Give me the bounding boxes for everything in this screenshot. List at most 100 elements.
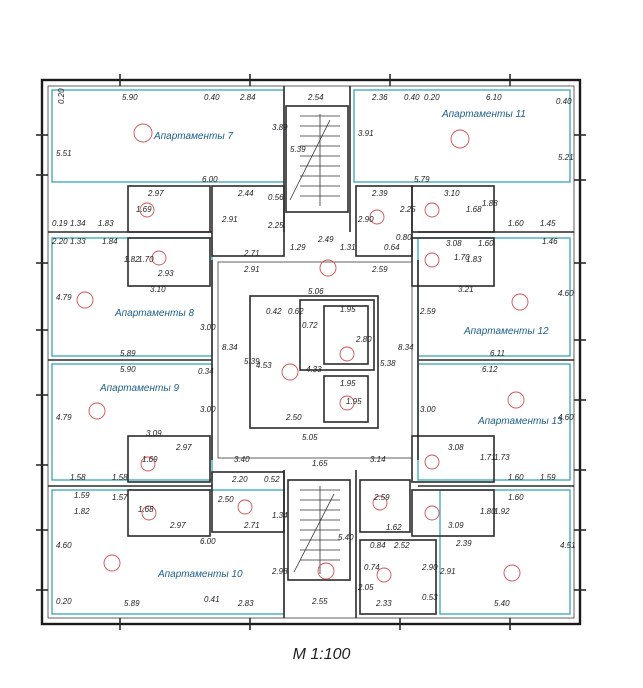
dimension-label: 2.20: [231, 475, 248, 484]
dimension-label: 2.90: [421, 563, 438, 572]
dimension-label: 6.10: [486, 93, 502, 102]
dimension-label: 2.52: [393, 541, 410, 550]
dimension-label: 3.00: [200, 405, 216, 414]
dimension-label: 1.84: [102, 237, 118, 246]
dimension-label: 4.33: [306, 365, 322, 374]
dimension-label: 2.59: [371, 265, 388, 274]
dimension-label: 3.89: [272, 123, 288, 132]
dimension-label: 5.79: [414, 175, 430, 184]
dimension-label: 0.62: [288, 307, 304, 316]
dimension-label: 2.25: [399, 205, 416, 214]
dimension-label: 4.60: [56, 541, 72, 550]
dimension-label: 0.64: [384, 243, 400, 252]
dimension-label: 3.21: [458, 285, 474, 294]
dimension-label: 4.60: [558, 413, 574, 422]
dimension-label: 1.83: [466, 255, 482, 264]
dimension-label: 2.33: [375, 599, 392, 608]
dimension-label: 2.59: [419, 307, 436, 316]
dimension-label: 5.40: [338, 533, 354, 542]
dimension-label: 0.52: [264, 475, 280, 484]
dimension-label: 3.10: [150, 285, 166, 294]
dimension-label: 0.74: [364, 563, 380, 572]
dimension-label: 1.68: [138, 505, 154, 514]
dimension-label: 2.93: [157, 269, 174, 278]
room-stamps: [76, 123, 529, 583]
dimension-label: 2.84: [239, 93, 256, 102]
dimension-label: 1.59: [540, 473, 556, 482]
dimension-label: 2.44: [237, 189, 254, 198]
dimension-label: 1.57: [112, 493, 128, 502]
dimension-label: 8.34: [398, 343, 414, 352]
dimension-label: 1.45: [540, 219, 556, 228]
dimension-label: 5.39: [290, 145, 306, 154]
dimension-label: 6.11: [490, 349, 505, 358]
dimension-label: 2.98: [271, 567, 288, 576]
dimension-label: 6.00: [200, 537, 216, 546]
stair-top: [285, 105, 349, 213]
dimension-label: 1.82: [74, 507, 90, 516]
dimension-label: 2.91: [221, 215, 238, 224]
dimension-label: 2.97: [169, 521, 186, 530]
dimension-label: 1.83: [98, 219, 114, 228]
dimension-label: 5.89: [120, 349, 136, 358]
dimension-label: 3.14: [370, 455, 386, 464]
apartment-7-label: Апартаменты 7: [153, 131, 233, 142]
dimension-label: 5.05: [302, 433, 318, 442]
dimension-label: 2.36: [371, 93, 388, 102]
dimension-label: 1.34: [70, 219, 86, 228]
apartment-12-label: Апартаменты 12: [463, 326, 549, 337]
dimension-label: 2.71: [243, 521, 260, 530]
dimension-label: 2.20: [51, 237, 68, 246]
dimension-label: 1.60: [508, 473, 524, 482]
dimension-label: 0.40: [204, 93, 220, 102]
dimension-label: 2.05: [357, 583, 374, 592]
dimension-label: 1.73: [494, 453, 510, 462]
dimension-label: 5.39: [244, 357, 260, 366]
dimension-label: 5.89: [124, 599, 140, 608]
dimension-label: 3.08: [448, 443, 464, 452]
dimension-label: 6.00: [202, 175, 218, 184]
dimension-label: 1.46: [542, 237, 558, 246]
apartment-labels: Апартаменты 7 Апартаменты 11 Апартаменты…: [99, 109, 563, 580]
dimension-label: 0.41: [204, 595, 220, 604]
apartment-9-label: Апартаменты 9: [99, 383, 179, 394]
dimension-label: 1.68: [466, 205, 482, 214]
dimension-label: 3.10: [444, 189, 460, 198]
dimension-label: 1.70: [138, 255, 154, 264]
dimension-label: 1.29: [290, 243, 306, 252]
dimension-label: 1.59: [74, 491, 90, 500]
dimension-label: 0.19: [52, 219, 68, 228]
dimension-label: 1.60: [508, 493, 524, 502]
dimension-label: 1.60: [478, 239, 494, 248]
dimension-label: 2.90: [357, 215, 374, 224]
dimension-label: 1.58: [70, 473, 86, 482]
dimension-label: 0.20: [424, 93, 440, 102]
dimension-label: 0.56: [268, 193, 284, 202]
dimension-label: 0.72: [302, 321, 318, 330]
dimension-label: 2.83: [237, 599, 254, 608]
dimension-label: 0.53: [422, 593, 438, 602]
room-apt9-living: [51, 363, 213, 481]
dimension-label: 0.40: [404, 93, 420, 102]
dimension-label: 5.21: [558, 153, 574, 162]
dimension-label: 4.53: [256, 361, 272, 370]
central-core: [217, 261, 413, 459]
dimension-label: 1.95: [340, 379, 356, 388]
dimension-label: 0.20: [57, 88, 66, 104]
dimension-label: 1.69: [142, 455, 158, 464]
dimension-label: 5.38: [380, 359, 396, 368]
dimension-label: 4.79: [56, 413, 72, 422]
dimension-label: 8.34: [222, 343, 238, 352]
window-marks: [36, 74, 586, 630]
dimension-label: 5.40: [494, 599, 510, 608]
dimension-label: 2.59: [373, 493, 390, 502]
dimension-label: 3.09: [146, 429, 162, 438]
dimension-label: 6.12: [482, 365, 498, 374]
dimension-label: 1.65: [312, 459, 328, 468]
apartment-13-label: Апартаменты 13: [477, 416, 563, 427]
dimension-label: 1.88: [482, 199, 498, 208]
dimension-label: 4.60: [558, 289, 574, 298]
dimension-label: 0.84: [370, 541, 386, 550]
dimension-label: 2.25: [267, 221, 284, 230]
